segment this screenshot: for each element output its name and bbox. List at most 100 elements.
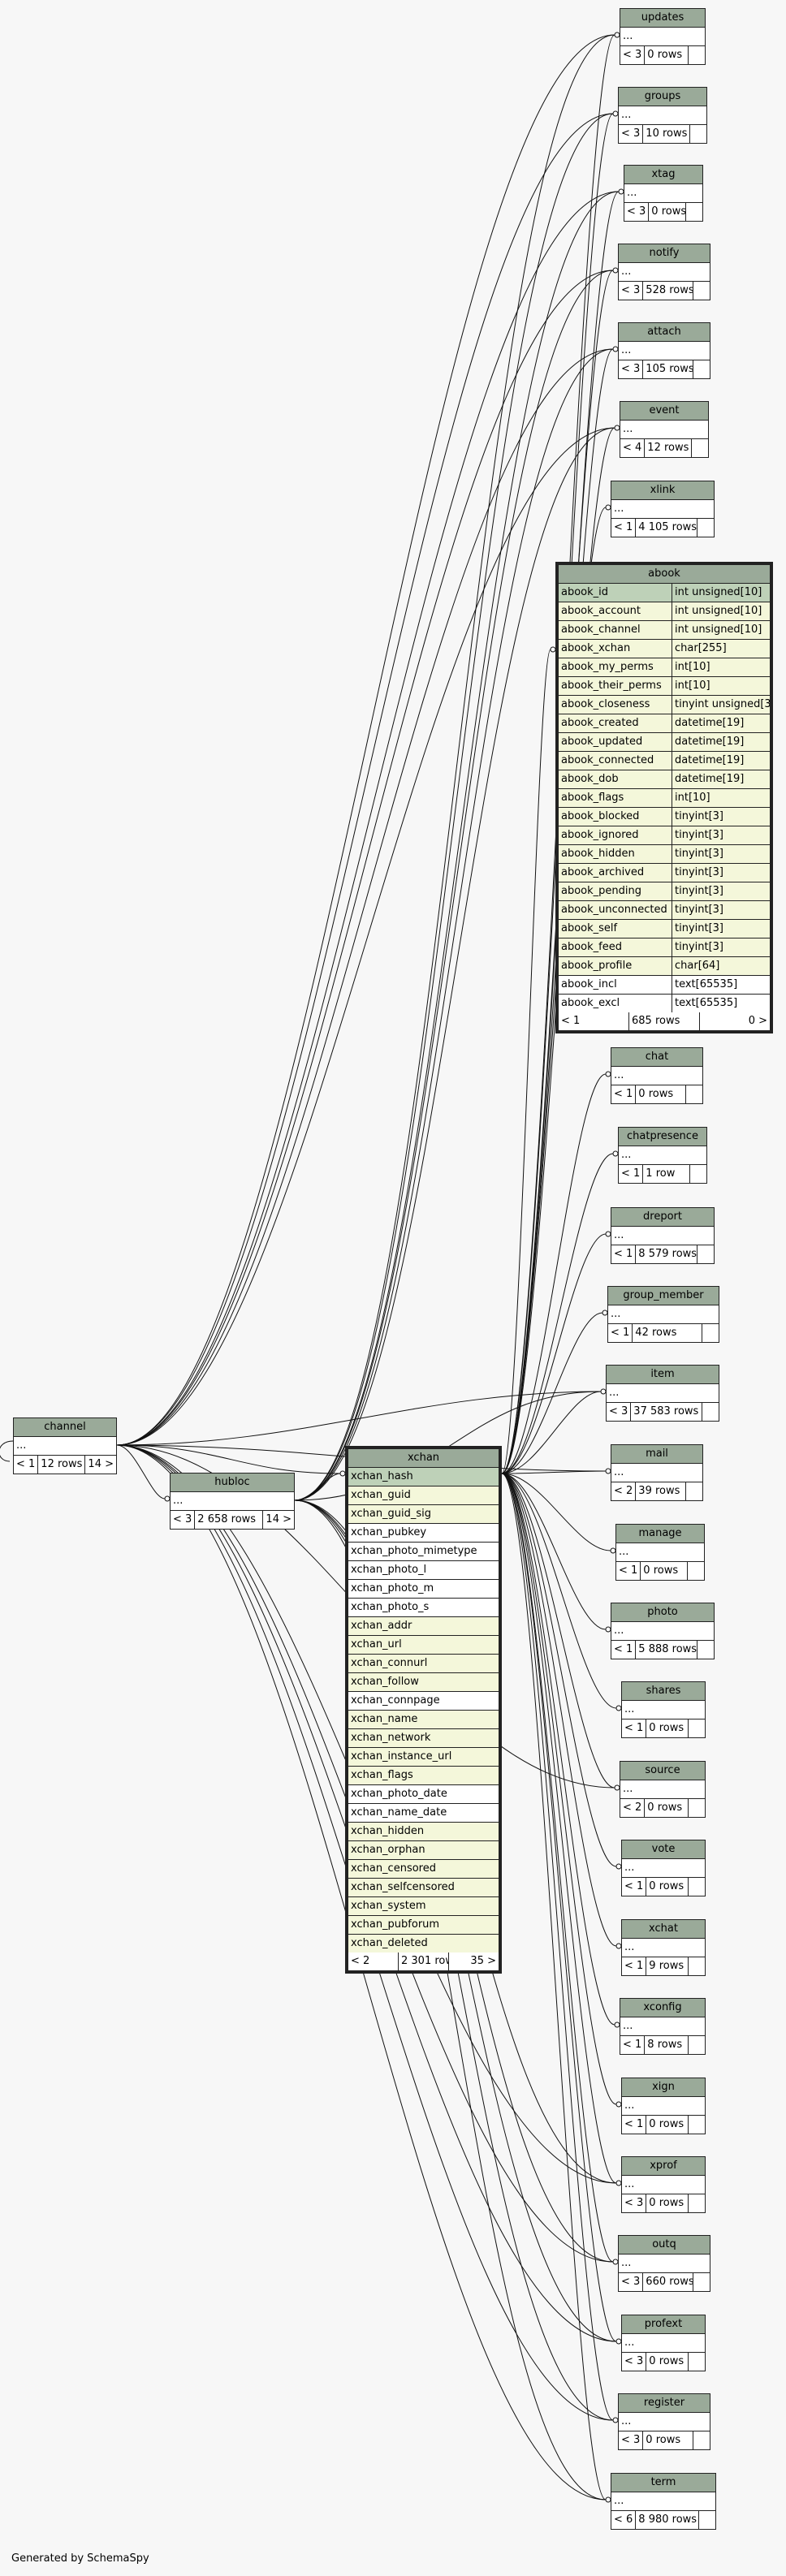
parents-count: < 1 — [623, 2039, 642, 2051]
row-count: 0 rows — [642, 2431, 693, 2449]
column-row: xchan_connurl — [348, 1655, 499, 1673]
children-count: 14 > — [262, 1511, 294, 1529]
children-spacer — [688, 2116, 705, 2134]
row-count: 2 301 rows — [398, 1952, 448, 1970]
row-count: 0 rows — [646, 2116, 688, 2134]
table-name: event — [620, 402, 708, 421]
generated-by-label: Generated by SchemaSpy — [11, 2552, 149, 2565]
collapsed-columns: ... — [622, 1939, 705, 1957]
relationship-edge — [294, 270, 614, 1501]
row-count: 0 rows — [646, 2353, 688, 2371]
ellipsis-text: ... — [614, 1229, 624, 1241]
parents-count: < 1 — [614, 521, 633, 533]
self-reference-edge — [0, 1440, 14, 1462]
relationship-edge — [501, 1153, 614, 1474]
parents-count: < 1 — [614, 1088, 633, 1100]
table-name: profext — [622, 2315, 705, 2334]
table-name: shares — [622, 1682, 705, 1701]
children-spacer — [688, 1957, 705, 1975]
collapsed-columns: ... — [611, 1067, 702, 1085]
column-name: xchan_photo_s — [351, 1601, 430, 1613]
parents-count: < 1 — [619, 1564, 638, 1577]
relationship-edge — [501, 1473, 615, 1789]
children-spacer — [685, 1085, 702, 1103]
row-count: 39 rows — [635, 1482, 685, 1500]
column-row: xchan_photo_m — [348, 1580, 499, 1599]
children-count: 14 > — [84, 1456, 116, 1474]
table-name: outq — [619, 2236, 710, 2255]
column-name: xchan_orphan — [351, 1844, 425, 1856]
column-row: xchan_censored — [348, 1860, 499, 1879]
parents-count: < 1 — [624, 1722, 644, 1734]
collapsed-columns: ... — [622, 2097, 705, 2116]
column-name: xchan_hash — [351, 1470, 413, 1482]
column-row: xchan_system — [348, 1897, 499, 1916]
column-name: abook_archived — [561, 866, 645, 878]
table-footer: < 1 685 rows 0 > — [559, 1012, 770, 1030]
ellipsis-text: ... — [621, 1149, 632, 1161]
column-name: xchan_name_date — [351, 1806, 447, 1819]
column-row: xchan_photo_mimetype — [348, 1543, 499, 1561]
column-type: text[65535] — [672, 976, 770, 994]
collapsed-columns: ... — [620, 2017, 705, 2036]
row-count: 37 583 rows — [630, 1403, 702, 1421]
column-type: tinyint[3] — [672, 901, 770, 919]
column-row: xchan_follow — [348, 1673, 499, 1692]
parents-count: < 3 — [621, 2276, 641, 2288]
relationship-edge — [501, 1473, 617, 2342]
relationship-edge — [116, 1391, 602, 1446]
collapsed-columns: ... — [622, 1701, 705, 1719]
table-name: xchat — [622, 1920, 705, 1939]
table-name: xtag — [624, 166, 702, 184]
column-name: xchan_pubkey — [351, 1526, 427, 1538]
table-footer: < 2 2 301 rows 35 > — [348, 1952, 499, 1970]
collapsed-columns: ... — [619, 263, 710, 282]
table-name: xign — [622, 2078, 705, 2097]
relationship-edge — [501, 1473, 617, 1709]
row-count: 0 rows — [646, 1719, 688, 1737]
column-type: text[65535] — [672, 995, 770, 1012]
column-type: char[64] — [672, 957, 770, 975]
collapsed-columns: ... — [14, 1437, 116, 1456]
parents-count: < 3 — [621, 363, 641, 375]
